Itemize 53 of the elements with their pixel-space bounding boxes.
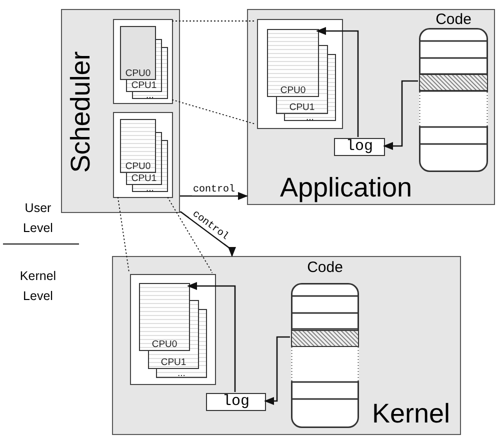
panel (61, 9, 180, 213)
page-label: CPU0 (150, 339, 178, 350)
dotted-line (172, 100, 256, 124)
buffer-page (156, 369, 207, 378)
arrow (180, 192, 248, 200)
arrow (264, 336, 290, 405)
arrow (383, 80, 418, 150)
page-label: CPU1 (130, 174, 158, 184)
panel (247, 9, 495, 205)
page-label: CPU1 (160, 357, 188, 368)
dotted-line (172, 20, 256, 22)
hatched-segment (291, 330, 359, 347)
buffer-box (257, 19, 343, 129)
buffer-box (113, 112, 173, 198)
page-label: CPU0 (279, 85, 307, 96)
panel-title: Application (280, 172, 412, 204)
page-label: CPU0 (124, 161, 152, 172)
page-label: CPU1 (130, 81, 158, 91)
panel (112, 256, 461, 435)
hatched-segment (419, 74, 488, 91)
page-label: ... (176, 370, 186, 377)
arrow (316, 27, 359, 137)
page-label: ... (305, 115, 315, 120)
column-title: Code (434, 11, 472, 28)
level-label: Kernel Level (18, 268, 58, 305)
buffer-page (126, 173, 162, 185)
arrow (187, 282, 236, 392)
arrow (180, 211, 236, 257)
buffer-page (132, 92, 168, 99)
dotted-line (118, 196, 130, 274)
page-label: CPU0 (124, 68, 152, 79)
buffer-page (139, 283, 190, 351)
buffer-page (284, 114, 336, 121)
log-box: log (206, 393, 266, 411)
buffer-page (276, 97, 328, 114)
panel-title: Scheduler (66, 51, 96, 173)
buffer-page (267, 29, 319, 97)
buffer-page (120, 26, 156, 80)
page-label: CPU1 (288, 102, 316, 113)
buffer-box (113, 19, 173, 104)
buffer-page (148, 351, 199, 369)
column-title: Code (306, 259, 344, 276)
buffer-page (132, 185, 168, 192)
log-box: log (334, 138, 385, 156)
edge-label: control (192, 184, 236, 196)
page-label: ... (145, 186, 155, 191)
dotted-line (168, 196, 212, 274)
buffer-page (126, 80, 162, 92)
buffer-box (130, 274, 216, 385)
page-label: ... (145, 93, 155, 98)
panel-title: Kernel (372, 398, 450, 430)
level-label: User Level (22, 200, 54, 237)
buffer-page (120, 119, 156, 173)
